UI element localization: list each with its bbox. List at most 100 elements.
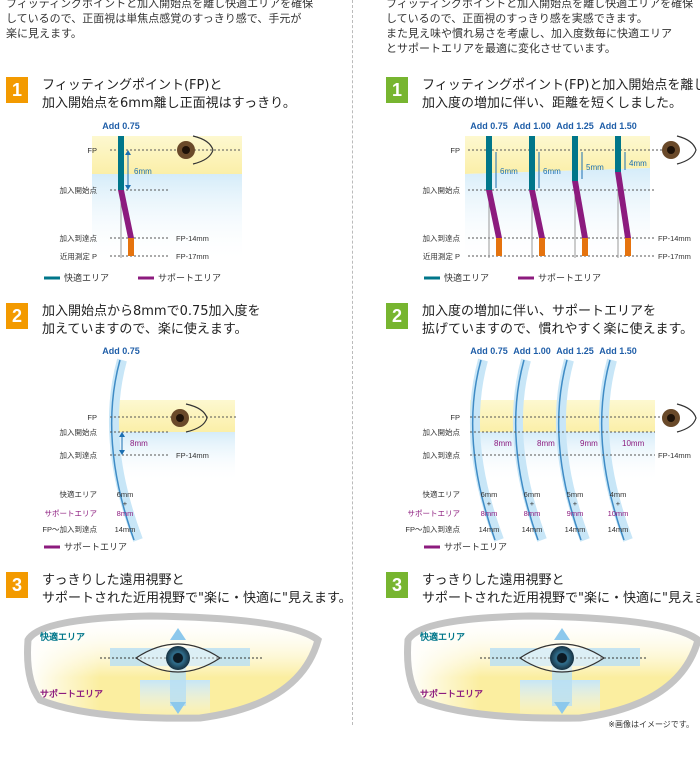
svg-text:サポートエリア: サポートエリア (538, 273, 601, 283)
step-number-badge: 1 (6, 77, 28, 103)
svg-text:FP〜加入到達点: FP〜加入到達点 (42, 524, 97, 534)
svg-text:6mm: 6mm (500, 167, 518, 176)
comfort-bar (118, 136, 124, 190)
svg-text:Add 1.25: Add 1.25 (556, 346, 594, 356)
svg-text:サポートエリア: サポートエリア (158, 273, 221, 283)
svg-text:9mm: 9mm (567, 509, 584, 518)
right-step-1: 1 フィッティングポイント(FP)と加入開始点を離し、加入度の増加に伴い、距離を… (386, 77, 700, 113)
svg-text:加入到達点: 加入到達点 (60, 233, 98, 243)
comfort-area-band (92, 136, 242, 174)
svg-text:8mm: 8mm (537, 439, 555, 448)
svg-text:近用測定 P: 近用測定 P (60, 251, 97, 261)
image-note: ※画像はイメージです。 (608, 720, 694, 729)
svg-text:加入開始点: 加入開始点 (60, 427, 98, 437)
dist-label: 8mm (130, 439, 148, 448)
svg-text:6mm: 6mm (117, 490, 134, 499)
svg-text:Add 1.50: Add 1.50 (599, 346, 637, 356)
svg-text:10mm: 10mm (608, 509, 629, 518)
right-diagram-3: 快適エリア サポートエリア (404, 612, 700, 722)
step-title: すっきりした遠用視野とサポートされた近用視野で"楽に・快適に"見えます。 (42, 573, 352, 606)
step-number-badge: 1 (386, 77, 408, 103)
svg-text:5mm: 5mm (586, 163, 604, 172)
svg-text:加入到達点: 加入到達点 (423, 233, 461, 243)
svg-text:8mm: 8mm (494, 439, 512, 448)
right-diagram-1: 6mm 6mm 5mm 4mm Add 0.75 Add 1.00 Add 1.… (423, 121, 697, 283)
svg-text:サポートエリア: サポートエリア (420, 688, 483, 699)
svg-text:快適エリア: 快適エリア (444, 272, 489, 283)
right-step-2: 2 加入度の増加に伴い、サポートエリアを拡げていますので、慣れやすく楽に使えます… (386, 303, 693, 339)
svg-text:サポートエリア: サポートエリア (45, 509, 98, 518)
svg-text:6mm: 6mm (543, 167, 561, 176)
left-step-2: 2 加入開始点から8mmで0.75加入度を加えていますので、楽に使えます。 (6, 303, 261, 339)
svg-text:サポートエリア: サポートエリア (64, 542, 127, 552)
column-divider (352, 0, 353, 725)
left-diagram-1: 6mm Add 0.75 FP 加入開始点 加入到達点 近用測定 P FP-14… (44, 121, 242, 283)
step-title: 加入度の増加に伴い、サポートエリアを拡げていますので、慣れやすく楽に使えます。 (422, 304, 694, 337)
svg-text:14mm: 14mm (115, 525, 136, 534)
add-label: Add 0.75 (102, 121, 140, 131)
left-intro: フィッティングポイントと加入開始点を離し快適エリアを確保しているので、正面視は単… (6, 0, 314, 40)
svg-text:8mm: 8mm (117, 509, 134, 518)
left-step-3: 3 すっきりした遠用視野とサポートされた近用視野で"楽に・快適に"見えます。 (6, 572, 352, 608)
svg-text:14mm: 14mm (565, 525, 586, 534)
left-step-1: 1 フィッティングポイント(FP)と加入開始点を6mm離し正面視はすっきり。 (6, 77, 296, 113)
eye-icon (662, 403, 697, 433)
svg-text:8mm: 8mm (481, 509, 498, 518)
eye-icon (177, 135, 214, 165)
svg-text:8mm: 8mm (524, 509, 541, 518)
svg-text:FP: FP (450, 413, 460, 422)
svg-text:5mm: 5mm (567, 490, 584, 499)
support-area-band (92, 174, 242, 264)
svg-text:FP-14mm: FP-14mm (658, 451, 691, 460)
svg-text:サポートエリア: サポートエリア (408, 509, 461, 518)
svg-text:+: + (573, 499, 578, 508)
svg-text:14mm: 14mm (608, 525, 629, 534)
svg-text:快適エリア: 快適エリア (64, 272, 109, 283)
glasses-frame (404, 612, 700, 722)
svg-text:+: + (123, 499, 128, 508)
svg-text:+: + (616, 499, 621, 508)
svg-text:FP-17mm: FP-17mm (176, 252, 209, 261)
svg-text:快適エリア: 快適エリア (60, 489, 98, 499)
glasses-frame (24, 612, 322, 722)
svg-text:サポートエリア: サポートエリア (444, 542, 507, 552)
step-title: フィッティングポイント(FP)と加入開始点を離し、加入度の増加に伴い、距離を短く… (422, 78, 700, 111)
left-diagram-3: 快適エリア サポートエリア (24, 612, 322, 722)
svg-text:加入到達点: 加入到達点 (423, 450, 461, 460)
svg-text:Add 0.75: Add 0.75 (470, 346, 508, 356)
eye-icon (518, 643, 606, 673)
svg-text:+: + (487, 499, 492, 508)
step-number-badge: 2 (386, 303, 408, 329)
comfort-area-band (465, 136, 650, 174)
eye-icon (662, 135, 697, 165)
add-label: Add 0.75 (470, 121, 508, 131)
add-label: Add 1.00 (513, 121, 551, 131)
support-area-band (465, 168, 650, 264)
svg-text:FP: FP (87, 413, 97, 422)
right-diagram-2: 8mm 8mm 9mm 10mm Add 0.75 Add 1.00 Add 1… (405, 346, 697, 552)
svg-text:6mm: 6mm (481, 490, 498, 499)
svg-text:FP-14mm: FP-14mm (176, 451, 209, 460)
svg-text:サポートエリア: サポートエリア (40, 688, 103, 699)
svg-text:快適エリア: 快適エリア (423, 489, 461, 499)
step-title: 加入開始点から8mmで0.75加入度を加えていますので、楽に使えます。 (42, 304, 261, 337)
step-number-badge: 3 (6, 572, 28, 598)
svg-text:4mm: 4mm (629, 159, 647, 168)
svg-text:FP: FP (450, 146, 460, 155)
step-number-badge: 2 (6, 303, 28, 329)
svg-text:快適エリア: 快適エリア (40, 631, 85, 642)
left-diagram-2: 8mm Add 0.75 FP 加入開始点 加入到達点 FP-14mm 快適エリ… (42, 346, 236, 552)
support-bar (118, 190, 134, 238)
eye-icon (134, 643, 222, 673)
eye-icon (171, 403, 208, 433)
svg-text:4mm: 4mm (610, 490, 627, 499)
svg-text:加入開始点: 加入開始点 (423, 427, 461, 437)
svg-text:9mm: 9mm (580, 439, 598, 448)
step-number-badge: 3 (386, 572, 408, 598)
right-intro: フィッティングポイントと加入開始点を離し快適エリアを確保しているので、正面視のす… (386, 0, 694, 55)
svg-text:14mm: 14mm (479, 525, 500, 534)
svg-text:近用測定 P: 近用測定 P (423, 251, 460, 261)
